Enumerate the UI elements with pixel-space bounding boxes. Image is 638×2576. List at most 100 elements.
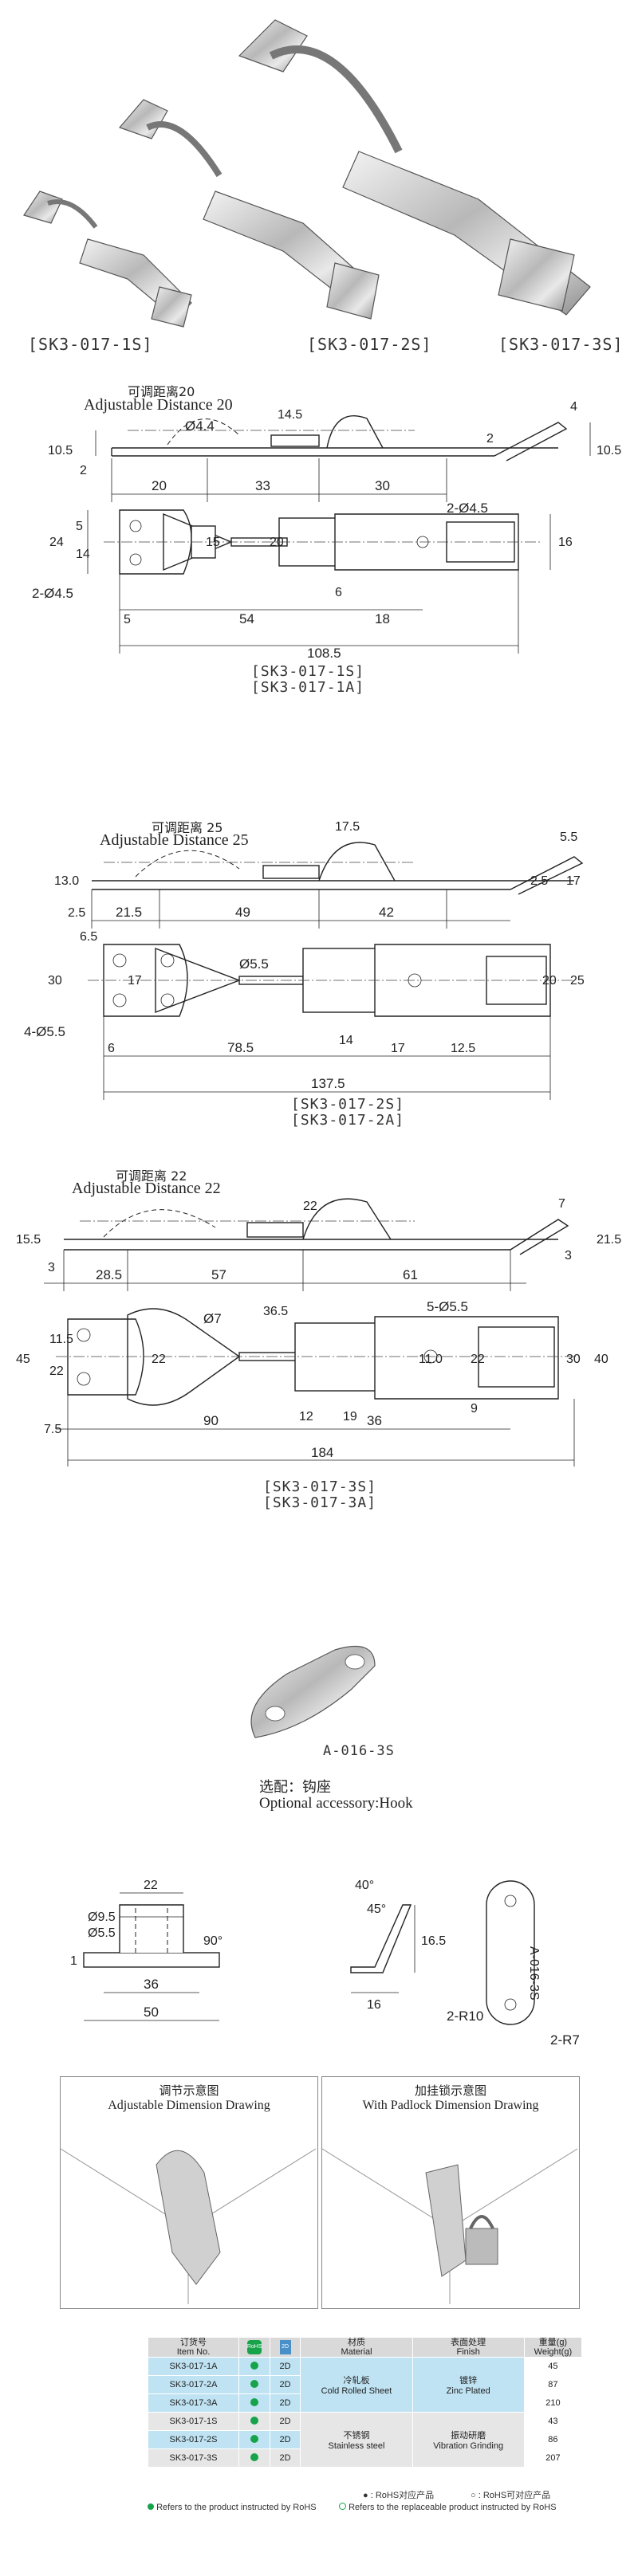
d3-155: 15.5 [16, 1233, 41, 1247]
d2t-65: 6.5 [80, 930, 97, 944]
d3-285: 28.5 [96, 1267, 122, 1282]
d1t-b5: 5 [124, 613, 131, 626]
drawing-1-svg: Ø4.4 14.5 4 10.5 10.5 2 2 20 33 30 2-Ø4.… [32, 400, 621, 661]
hook-d-95: Ø9.5 [88, 1910, 116, 1924]
d3-7: 7 [558, 1197, 565, 1211]
product-photos [23, 19, 591, 328]
item-no: SK3-017-1A [147, 2357, 240, 2376]
twod-link[interactable]: 2D [269, 2393, 301, 2413]
rohs-dot [238, 2393, 270, 2413]
d3-61: 61 [403, 1267, 418, 1282]
drawing-1-top-view [87, 509, 551, 654]
d3t-36: 36 [367, 1413, 382, 1428]
d1-105-right: 10.5 [597, 444, 621, 457]
padlock-panel-title-en: With Padlock Dimension Drawing [362, 2099, 539, 2112]
d2-code-1: [SK3-017-2S] [291, 1096, 405, 1113]
d3t-12: 12 [299, 1410, 313, 1423]
d3-code-1: [SK3-017-3S] [263, 1478, 377, 1495]
hook-d-22: 22 [144, 1879, 158, 1892]
d3-215: 21.5 [597, 1233, 621, 1247]
d2t-25: 25 [570, 974, 585, 988]
hook-label: A-016-3S [323, 1743, 395, 1759]
d1t-6: 6 [335, 586, 342, 599]
padlock-panel-title-cn: 加挂锁示意图 [414, 2083, 486, 2098]
d3-3r: 3 [565, 1249, 572, 1262]
item-no: SK3-017-2S [147, 2430, 240, 2449]
d1t-1085: 108.5 [307, 646, 341, 661]
weight: 86 [523, 2430, 583, 2449]
d1t-16: 16 [558, 536, 573, 549]
latch-medium-photo [118, 99, 380, 320]
d1-code-2: [SK3-017-1A] [251, 679, 365, 696]
d2t-14: 14 [339, 1034, 353, 1047]
d3t-22a: 22 [49, 1365, 64, 1378]
twod-link[interactable]: 2D [269, 2375, 301, 2394]
twod-link[interactable]: 2D [269, 2448, 301, 2468]
hook-d-55: Ø5.5 [88, 1926, 116, 1940]
d3-57: 57 [211, 1267, 226, 1282]
hook-d-165: 16.5 [421, 1934, 446, 1948]
rohs-dot [238, 2357, 270, 2376]
table-row: SK3-017-2A 2D 87 [147, 2375, 583, 2394]
rohs-dot [238, 2448, 270, 2468]
d3t-40: 40 [594, 1353, 608, 1366]
d2-130: 13.0 [54, 874, 79, 888]
photo-label-1: [SK3-017-1S] [28, 335, 153, 354]
d2-17: 17 [566, 874, 581, 888]
item-no: SK3-017-3S [147, 2448, 240, 2468]
d2t-125: 12.5 [451, 1042, 475, 1055]
d1-code-1: [SK3-017-1S] [251, 663, 365, 680]
d1t-20: 20 [270, 536, 284, 549]
hook-stamp: A-016-3S [527, 1946, 541, 2001]
d1t-2045: 2-Ø4.5 [447, 501, 488, 516]
adjust-title-cn-1: 可调距离20 [128, 384, 195, 399]
d1t-14: 14 [76, 548, 90, 561]
adjust-title-en-2: Adjustable Distance 25 [100, 831, 249, 849]
weight: 43 [523, 2412, 583, 2431]
drawing-2-svg: 5.5 17.5 13.0 2.5 17 2.5 21.5 49 42 6.5 … [24, 820, 585, 1100]
d3-22: 22 [303, 1200, 317, 1213]
d2-25b: 2.5 [68, 906, 85, 920]
adjustable-panel: 调节示意图 Adjustable Dimension Drawing [60, 2076, 318, 2309]
d3t-45: 45 [16, 1353, 30, 1366]
d3t-90: 90 [203, 1413, 219, 1428]
latch-large-photo [238, 19, 591, 316]
d1-30: 30 [375, 478, 390, 493]
d2-49: 49 [235, 905, 250, 920]
d1t-left: 2-Ø4.5 [32, 586, 73, 601]
d3t-d7: Ø7 [203, 1311, 222, 1326]
hook-side-view [350, 1904, 415, 1993]
drawing-2-top-view [88, 944, 574, 1100]
hook-photo [250, 1645, 376, 1738]
weight: 87 [523, 2375, 583, 2394]
d3t-22b: 22 [152, 1353, 166, 1366]
adjust-title-en-3: Adjustable Distance 22 [72, 1180, 221, 1197]
d2-42: 42 [379, 905, 394, 920]
adjustable-illustration [61, 2148, 316, 2304]
d3-3l: 3 [48, 1261, 55, 1274]
hook-front-view [83, 1892, 220, 2021]
table-row: SK3-017-2S 2D 86 [147, 2430, 583, 2449]
d2t-30: 30 [48, 974, 62, 988]
twod-link[interactable]: 2D [269, 2357, 301, 2376]
item-no: SK3-017-2A [147, 2375, 240, 2394]
hook-optional-en: Optional accessory:Hook [259, 1795, 413, 1812]
photo-label-3: [SK3-017-3S] [498, 335, 624, 354]
twod-link[interactable]: 2D [269, 2412, 301, 2431]
col-rohs: RoHS [238, 2337, 270, 2358]
drawing-2-side-view [91, 842, 584, 929]
d2-175: 17.5 [335, 820, 360, 834]
rohs-dot [238, 2430, 270, 2449]
document-icon: 2D [279, 2340, 291, 2354]
d3t-365: 36.5 [263, 1305, 288, 1318]
weight: 210 [523, 2393, 583, 2413]
hook-d-36: 36 [144, 1977, 159, 1992]
d2t-17b: 17 [391, 1042, 405, 1055]
drawing-3-top-view [56, 1308, 582, 1467]
twod-link[interactable]: 2D [269, 2430, 301, 2449]
